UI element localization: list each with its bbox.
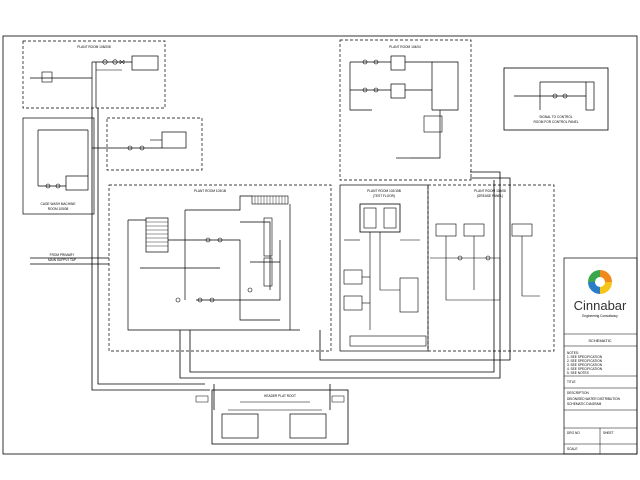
room-104-label: PLANT ROOM 104/04 — [389, 45, 421, 49]
company-name: Cinnabar — [574, 298, 627, 313]
note-5: 5. SEE NOTES — [567, 371, 589, 375]
plant-room-102: PLANT ROOM 102/15B (TEST FLOOR) — [339, 184, 429, 352]
room-105-label: PLANT ROOM 105/08 — [474, 189, 506, 193]
note-3: 3. SEE SPECIFICATION — [567, 363, 603, 367]
project-label: TITLE — [567, 380, 576, 384]
room-102-label: PLANT ROOM 102/15B — [367, 189, 401, 193]
header-plat-label: HEADER PLAT ROOT — [264, 394, 296, 398]
section-label: SCHEMATIC — [588, 338, 611, 343]
primary-supply-sub-label: MAIN SUPPLY TAP — [48, 258, 76, 262]
signal-panel: SIGNAL TO CONTROL ROOM FOR CONTROL PANEL — [503, 67, 609, 131]
room-103-label: PLANT ROOM 103/1B — [194, 189, 226, 193]
signal-sub-label: ROOM FOR CONTROL PANEL — [534, 120, 579, 124]
plant-room-105: PLANT ROOM 105/08 (GREASE PANEL) — [427, 184, 555, 352]
title-label: DESCRIPTION — [567, 391, 589, 395]
note-1: 1. SEE SPECIFICATION — [567, 355, 603, 359]
note-2: 2. SEE SPECIFICATION — [567, 359, 603, 363]
plant-room-103: PLANT ROOM 103/1B — [108, 184, 332, 352]
sheet-label: SHEET — [603, 431, 614, 435]
cage-wash-room: CAGE WASH MACHINE ROOM 105/08 — [22, 117, 95, 215]
drawing-border — [2, 35, 638, 455]
title-line-1: DEIONISED WATER DISTRIBUTION — [567, 397, 621, 401]
note-0: NOTES: — [567, 351, 579, 355]
scale-label: SCALE — [567, 447, 577, 451]
company-tagline: Engineering Consultancy — [582, 314, 618, 318]
equipment-box-mid — [92, 117, 203, 171]
plant-room-108: PLANT ROOM 108/208 — [22, 40, 166, 109]
cinnabar-logo — [588, 270, 612, 294]
plant-room-104: PLANT ROOM 104/04 — [339, 39, 472, 181]
drawing-no-label: DRG NO — [567, 431, 580, 435]
main-pipework — [30, 108, 511, 410]
title-line-2: SCHEMATIC DIAGRAM — [567, 402, 602, 406]
note-4: 4. SEE SPECIFICATION — [567, 367, 603, 371]
signal-label: SIGNAL TO CONTROL — [539, 115, 572, 119]
room-102-sub-label: (TEST FLOOR) — [373, 194, 395, 198]
cage-wash-sub-label: ROOM 105/08 — [48, 207, 69, 211]
room-108-label: PLANT ROOM 108/208 — [77, 45, 111, 49]
primary-supply-label: FROM PRIMARY — [50, 253, 76, 257]
cage-wash-label: CAGE WASH MACHINE — [41, 202, 76, 206]
header-plat-room: HEADER PLAT ROOT — [195, 389, 349, 445]
room-105-sub-label: (GREASE PANEL) — [477, 194, 504, 198]
title-block: Cinnabar Engineering Consultancy SCHEMAT… — [563, 257, 638, 455]
